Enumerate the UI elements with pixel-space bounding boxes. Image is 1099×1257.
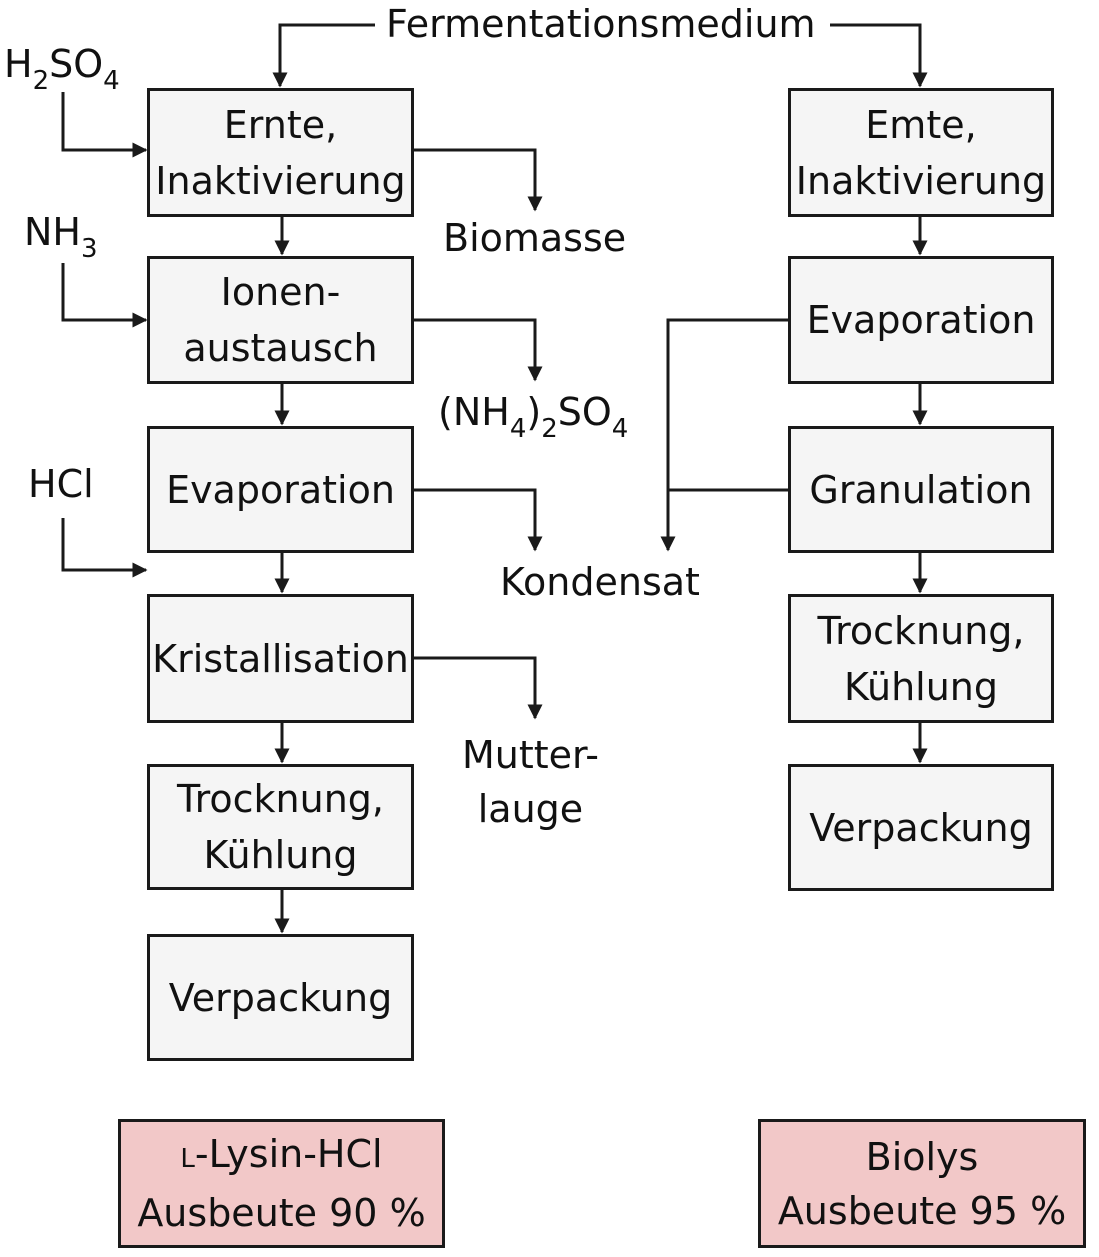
- biomasse-arrow: [413, 148, 543, 212]
- left-product-name: L-Lysin-HCl: [180, 1132, 383, 1176]
- right-step-packaging: Verpackung: [788, 764, 1054, 891]
- source-to-left-arrow: [272, 23, 375, 88]
- nh3-label: NH3: [24, 210, 98, 264]
- source-label: Fermentationsmedium: [386, 2, 816, 46]
- ammonium-sulfate-arrow: [413, 318, 543, 382]
- left-step-evaporation: Evaporation: [147, 426, 414, 553]
- left-product-box: L-Lysin-HCl Ausbeute 90 %: [118, 1119, 445, 1248]
- left-step-packaging: Verpackung: [147, 934, 414, 1061]
- h2so4-arrow: [61, 92, 148, 158]
- left-step-harvest: Ernte, Inaktivierung: [147, 88, 414, 217]
- left-step-drying: Trocknung, Kühlung: [147, 764, 414, 890]
- hcl-arrow: [61, 518, 148, 578]
- right-step-harvest: Emte, Inaktivierung: [788, 88, 1054, 217]
- right-product-box: Biolys Ausbeute 95 %: [758, 1119, 1086, 1248]
- h2so4-label: H2SO4: [4, 42, 120, 96]
- hcl-label: HCl: [28, 462, 94, 506]
- left-step-crystallisation: Kristallisation: [147, 594, 414, 723]
- biomasse-label: Biomasse: [443, 216, 627, 260]
- right-step-evaporation: Evaporation: [788, 256, 1054, 384]
- right-product-name: Biolys: [865, 1134, 979, 1179]
- right-product-yield: Ausbeute 95 %: [777, 1188, 1067, 1233]
- left-step-ion-exchange: Ionen- austausch: [147, 256, 414, 384]
- kondensat-label: Kondensat: [500, 560, 700, 604]
- right-step-drying: Trocknung, Kühlung: [788, 594, 1054, 723]
- nh3-arrow: [61, 263, 148, 328]
- left-product-yield: Ausbeute 90 %: [137, 1191, 426, 1235]
- mutterlauge-label: Mutter- lauge: [462, 733, 599, 831]
- kondensat-left-arrow: [413, 488, 543, 552]
- mutterlauge-arrow: [413, 656, 543, 720]
- ammonium-sulfate-label: (NH4)2SO4: [438, 390, 629, 444]
- kondensat-right-arrow: [660, 318, 788, 552]
- source-to-right-arrow: [830, 23, 928, 88]
- right-step-granulation: Granulation: [788, 426, 1054, 553]
